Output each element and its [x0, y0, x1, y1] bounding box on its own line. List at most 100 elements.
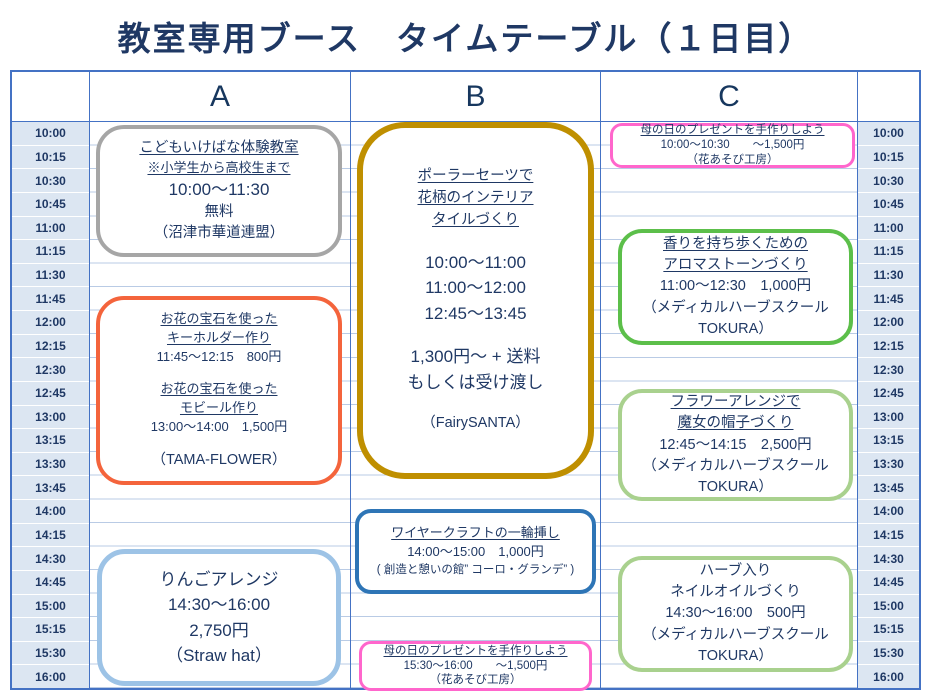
event-line: （メディカルハーブスクール	[642, 457, 829, 474]
event-line: お花の宝石を使った	[160, 380, 278, 396]
time-label: 15:30	[858, 642, 919, 666]
time-label: 15:00	[858, 595, 919, 619]
event-line: 11:00～12:00	[425, 278, 526, 297]
time-label: 14:15	[858, 524, 919, 548]
event-line: タイルづくり	[432, 211, 519, 228]
event-ikebana-class: こどもいけばな体験教室 ※小学生から高校生まで 10:00～11:30 無料 （…	[96, 125, 342, 257]
column-header-b: B	[351, 72, 601, 121]
event-line: 母の日のプレゼントを手作りしよう	[640, 124, 825, 137]
time-label: 14:30	[12, 547, 89, 571]
time-label: 14:45	[858, 571, 919, 595]
event-line: 12:45～14:15 2,500円	[659, 436, 812, 453]
time-label: 15:15	[858, 618, 919, 642]
time-label: 10:15	[858, 146, 919, 170]
time-label: 14:45	[12, 571, 89, 595]
event-line: 14:00～15:00 1,000円	[407, 544, 544, 560]
event-line: TOKURA）	[698, 478, 773, 495]
event-witch-hat-arrange: フラワーアレンジで 魔女の帽子づくり 12:45～14:15 2,500円 （メ…	[618, 389, 853, 501]
event-line: りんごアレンジ	[159, 569, 279, 589]
event-line: 10:00～11:30	[168, 179, 270, 199]
time-label: 14:00	[12, 500, 89, 524]
column-header-a: A	[90, 72, 351, 121]
time-label: 13:45	[12, 476, 89, 500]
time-label: 12:00	[12, 311, 89, 335]
event-line: （Straw hat）	[166, 646, 272, 665]
event-line: ポーラーセーツで	[417, 168, 534, 185]
event-line: ※小学生から高校生まで	[147, 159, 291, 175]
time-label: 10:30	[858, 169, 919, 193]
time-label: 15:30	[12, 642, 89, 666]
event-line: （FairySANTA）	[421, 415, 530, 431]
time-label: 11:45	[12, 287, 89, 311]
time-label: 13:00	[858, 406, 919, 430]
time-column-right: 10:00 10:15 10:30 10:45 11:00 11:15 11:3…	[858, 122, 919, 688]
event-apple-arrange: りんごアレンジ 14:30～16:00 2,750円 （Straw hat）	[97, 549, 341, 686]
event-line: ハーブ入り	[699, 563, 772, 580]
event-line: ネイルオイルづくり	[670, 584, 801, 601]
event-line: 10:00～10:30 ～1,500円	[660, 139, 805, 152]
time-label: 12:30	[12, 358, 89, 382]
event-line: （TAMA-FLOWER）	[151, 451, 287, 468]
time-label: 13:45	[858, 476, 919, 500]
time-label: 13:15	[858, 429, 919, 453]
event-line: （花あそび工房）	[429, 674, 522, 687]
event-line: 花柄のインテリア	[417, 190, 534, 206]
time-label: 13:30	[858, 453, 919, 477]
event-line: フラワーアレンジで	[670, 394, 801, 411]
time-label: 10:45	[858, 193, 919, 217]
event-mothers-day-late: 母の日のプレゼントを手作りしよう 15:30～16:00 ～1,500円 （花あ…	[359, 641, 592, 691]
time-label: 14:00	[858, 500, 919, 524]
time-label: 10:15	[12, 146, 89, 170]
event-line: 14:30～16:00 500円	[665, 605, 806, 622]
event-mothers-day-early: 母の日のプレゼントを手作りしよう 10:00～10:30 ～1,500円 （花あ…	[610, 123, 855, 168]
event-line: 無料	[204, 204, 234, 221]
event-line: 12:45～13:45	[424, 303, 527, 323]
time-label: 11:30	[12, 264, 89, 288]
event-line: 1,300円～ + 送料	[410, 347, 541, 366]
time-label: 11:30	[858, 264, 919, 288]
event-line: TOKURA）	[698, 320, 773, 337]
time-label: 14:30	[858, 547, 919, 571]
time-label: 11:00	[858, 217, 919, 241]
time-label: 12:15	[858, 335, 919, 359]
event-line: 10:00～11:00	[425, 252, 526, 272]
time-label: 12:30	[858, 358, 919, 382]
time-label: 11:15	[12, 240, 89, 264]
event-line: モビール作り	[179, 399, 258, 415]
header-corner-right	[858, 72, 919, 121]
event-line: キーホルダー作り	[166, 330, 271, 346]
time-label: 16:00	[873, 669, 904, 684]
time-label: 10:45	[12, 193, 89, 217]
event-line: 11:45～12:15 800円	[156, 349, 282, 365]
event-flower-jewel: お花の宝石を使った キーホルダー作り 11:45～12:15 800円 お花の宝…	[96, 296, 342, 485]
event-line: 2,750円	[189, 620, 249, 640]
event-line: 香りを持ち歩くための	[663, 236, 808, 253]
event-line: （花あそび工房）	[686, 153, 779, 166]
event-line: お花の宝石を使った	[160, 311, 278, 327]
time-label: 11:15	[858, 240, 919, 264]
event-line: 11:00～12:30 1,000円	[659, 278, 812, 295]
time-label: 13:00	[12, 406, 89, 430]
time-column-left: 10:00 10:15 10:30 10:45 11:00 11:15 11:3…	[12, 122, 90, 688]
time-label: 12:15	[12, 335, 89, 359]
time-label: 15:00	[12, 595, 89, 619]
event-line: （沼津市華道連盟）	[153, 225, 285, 242]
event-line: ( 創造と憩いの館” コーロ・グランデ” )	[376, 564, 575, 576]
event-aroma-stone: 香りを持ち歩くための アロマストーンづくり 11:00～12:30 1,000円…	[618, 229, 853, 345]
event-line: もしくは受け渡し	[407, 372, 544, 392]
event-line: （メディカルハーブスクール	[642, 299, 829, 316]
time-label: 10:00	[858, 122, 919, 146]
time-label: 11:00	[12, 217, 89, 241]
event-line: 14:30～16:00	[167, 595, 271, 614]
event-line: こどもいけばな体験教室	[139, 139, 299, 156]
event-line: 13:00～14:00 1,500円	[150, 418, 288, 434]
time-label: 12:45	[858, 382, 919, 406]
time-label: 13:30	[12, 453, 89, 477]
header-corner-left	[12, 72, 90, 121]
time-label: 14:15	[12, 524, 89, 548]
time-label: 16:00	[35, 669, 66, 684]
time-label: 12:45	[12, 382, 89, 406]
time-label: 15:15	[12, 618, 89, 642]
event-wire-craft: ワイヤークラフトの一輪挿し 14:00～15:00 1,000円 ( 創造と憩い…	[355, 509, 596, 594]
